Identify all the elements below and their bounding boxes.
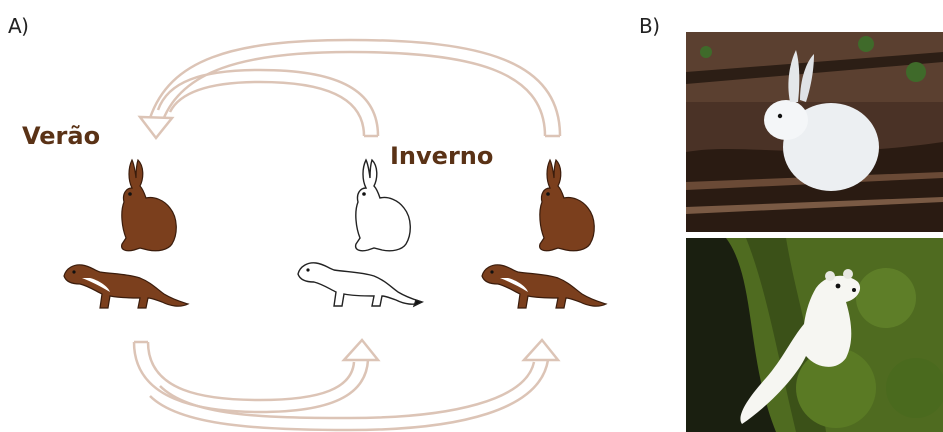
summer-hare-2 xyxy=(539,159,595,252)
panel-a-label: A) xyxy=(8,14,29,38)
winter-hare xyxy=(354,159,411,252)
summer-weasel-2 xyxy=(481,264,607,309)
hare-photo xyxy=(686,32,943,232)
ermine-photo xyxy=(686,238,943,432)
winter-weasel xyxy=(297,262,424,308)
arrow-summer-to-winter-inner xyxy=(132,338,381,414)
arrow-summer-to-winter-outer xyxy=(149,338,561,432)
summer-weasel xyxy=(63,264,189,309)
summer-hare xyxy=(121,159,177,252)
arrows xyxy=(132,38,562,432)
summer-label: Verão xyxy=(22,122,101,150)
arrow-winter-to-summer-outer xyxy=(137,38,562,141)
arrow-winter-to-summer-inner xyxy=(156,68,380,138)
panel-b-label: B) xyxy=(639,14,660,38)
winter-label: Inverno xyxy=(390,142,494,170)
